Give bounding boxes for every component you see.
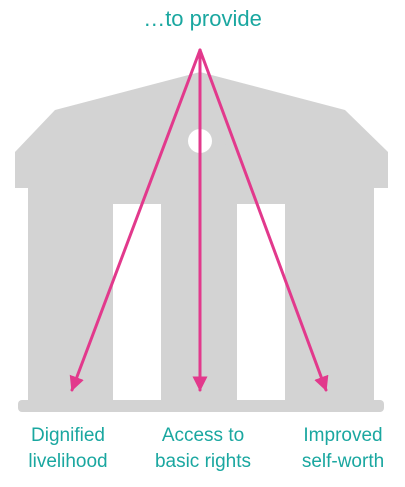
outcome-line2: self-worth (301, 451, 385, 472)
outcome-line2: livelihood (28, 451, 108, 472)
outcome-access-basic-rights: Access to basic rights (140, 423, 266, 475)
outcome-line1: Improved (303, 425, 383, 446)
outcome-line1: Access to (161, 425, 245, 446)
outcome-line1: Dignified (31, 425, 105, 446)
diagram-title: …to provide (143, 6, 262, 31)
outcome-improved-self-worth: Improved self-worth (285, 423, 401, 475)
outcome-line2: basic rights (154, 451, 252, 472)
arrow-to-self-worth (198, 48, 329, 392)
arrow-to-dignified-livelihood (69, 48, 202, 392)
arrows (69, 48, 329, 392)
outcome-dignified-livelihood: Dignified livelihood (8, 423, 128, 475)
